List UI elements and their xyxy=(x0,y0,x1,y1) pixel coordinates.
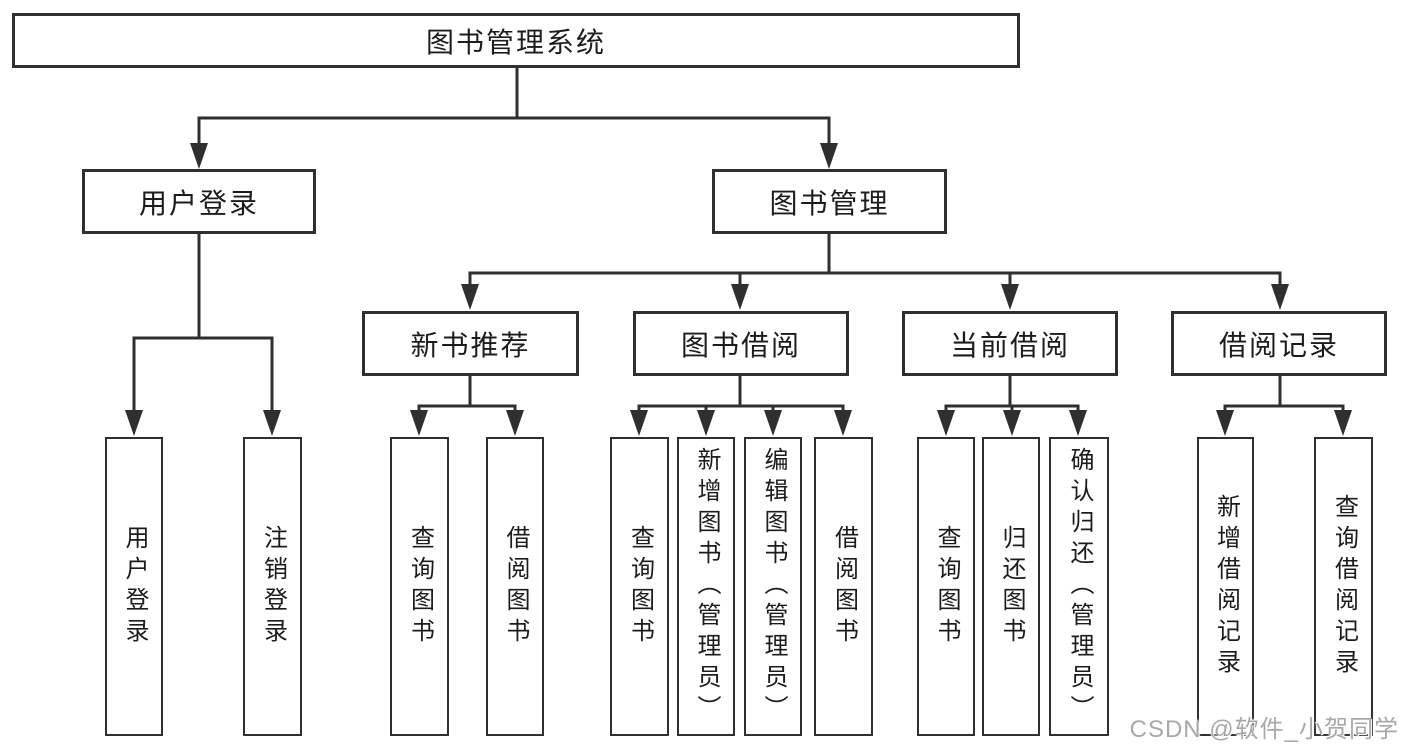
node-borrowing-records: 借阅记录 xyxy=(1171,311,1387,376)
node-leaf-confirm-return-admin: 确认归还（管理员） xyxy=(1049,437,1109,736)
node-leaf-return-books: 归还图书 xyxy=(982,437,1040,736)
node-leaf-query-borrow-record: 查询借阅记录 xyxy=(1314,437,1373,736)
node-leaf-logout: 注销登录 xyxy=(243,437,302,736)
node-leaf-add-books-admin: 新增图书（管理员） xyxy=(677,437,735,736)
csdn-watermark: CSDN @软件_小贺同学 xyxy=(1129,716,1399,743)
node-user-login: 用户登录 xyxy=(82,169,316,234)
node-leaf-query-books-current: 查询图书 xyxy=(917,437,975,736)
node-leaf-borrow-books: 借阅图书 xyxy=(814,437,873,736)
node-leaf-query-books-recommend: 查询图书 xyxy=(390,437,449,736)
node-leaf-borrow-books-recommend: 借阅图书 xyxy=(486,437,544,736)
node-leaf-add-borrow-record: 新增借阅记录 xyxy=(1197,437,1254,736)
node-book-borrowing: 图书借阅 xyxy=(633,311,849,376)
node-leaf-user-login: 用户登录 xyxy=(105,437,163,736)
node-leaf-query-books-borrow: 查询图书 xyxy=(610,437,669,736)
node-book-management: 图书管理 xyxy=(712,169,947,234)
node-new-book-recommend: 新书推荐 xyxy=(362,311,579,376)
node-library-management-system: 图书管理系统 xyxy=(12,13,1020,68)
node-leaf-edit-books-admin: 编辑图书（管理员） xyxy=(744,437,802,736)
node-current-borrowing: 当前借阅 xyxy=(902,311,1118,376)
